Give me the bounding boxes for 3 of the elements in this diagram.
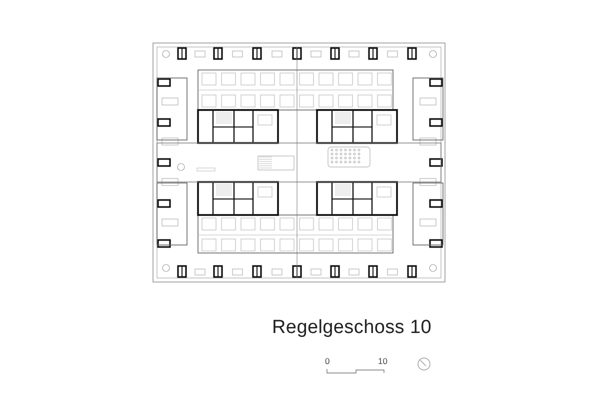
scale-label: 0 [325,356,330,366]
scale-label: 10 [378,356,388,366]
plan-title: Regelgeschoss 10 [272,317,432,339]
